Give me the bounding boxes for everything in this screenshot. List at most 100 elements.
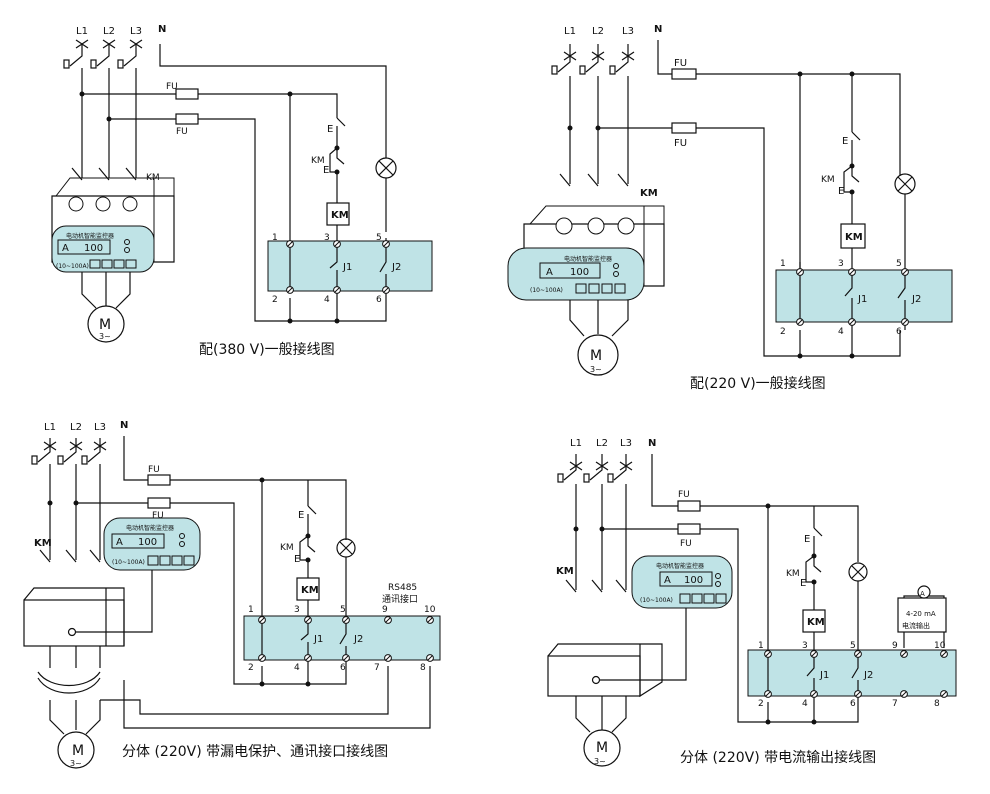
relay-j2-label-4: J2 <box>863 670 873 681</box>
terminal-8-4: 8 <box>934 699 940 709</box>
monitor-device-2: 电动机智能监控器 A 100 (10~100A) <box>507 205 665 301</box>
switch-e2-label-3: E <box>294 554 300 565</box>
switch-e2-label: E <box>323 165 329 176</box>
fuse-1-label-3: FU <box>148 465 160 475</box>
fuse-1-label-4: FU <box>678 490 690 500</box>
motor-sub-label-3: 3~ <box>70 759 82 768</box>
range-label: (10~100A) <box>56 263 89 270</box>
terminal-7-3: 7 <box>374 663 380 673</box>
terminal-1-2: 1 <box>780 259 786 269</box>
terminal-9-4: 9 <box>892 641 898 651</box>
motor-label-2: M <box>590 348 602 364</box>
phase-l2-label-4: L2 <box>596 438 608 449</box>
terminal-block-2: J1 J2 1 3 5 2 4 6 <box>775 259 953 337</box>
fuse-2-label-2: FU <box>674 138 687 149</box>
terminal-5-3: 5 <box>340 605 346 615</box>
phase-l2-label-3: L2 <box>70 422 82 433</box>
terminal-7-4: 7 <box>892 699 898 709</box>
diagram-220v-general: L1 L2 L3 N FU FU KM E E KM KM <box>507 24 953 392</box>
terminal-1-4: 1 <box>758 641 764 651</box>
phase-l3-label-2: L3 <box>622 26 634 37</box>
caption-d4: 分体 (220V) 带电流输出接线图 <box>680 749 876 766</box>
motor-label-3: M <box>72 743 84 759</box>
motor-label-4: M <box>596 740 608 756</box>
terminal-block-4: J1 J2 1 3 5 9 10 2 4 6 7 8 <box>747 641 957 709</box>
device-title: 电动机智能监控器 <box>66 232 114 240</box>
neutral-label: N <box>158 24 166 35</box>
terminal-2-4: 2 <box>758 699 764 709</box>
display-unit: A <box>62 243 69 254</box>
terminal-6: 6 <box>376 295 382 305</box>
display-unit-2: A <box>546 267 553 278</box>
km-coil-label-4: KM <box>807 617 825 628</box>
terminal-5-4: 5 <box>850 641 856 651</box>
phase-l3-label-3: L3 <box>94 422 106 433</box>
relay-j2-label-3: J2 <box>353 634 363 645</box>
range-label-3: (10~100A) <box>112 559 145 566</box>
phase-l3-label: L3 <box>130 26 142 37</box>
rs485-label: RS485 <box>388 583 417 593</box>
km-label-2: KM <box>640 188 658 199</box>
terminal-3-2: 3 <box>838 259 844 269</box>
terminal-1: 1 <box>272 233 278 243</box>
terminal-5-2: 5 <box>896 259 902 269</box>
terminal-10-4: 10 <box>934 641 946 651</box>
phase-l1-label-4: L1 <box>570 438 582 449</box>
current-out-cn-label: 电流输出 <box>902 621 930 630</box>
km-aux-label-2: KM <box>821 175 835 185</box>
switch-e1-label-4: E <box>804 534 810 545</box>
caption-d3: 分体 (220V) 带漏电保护、通讯接口接线图 <box>122 743 388 760</box>
fuse-1-label: FU <box>166 82 178 92</box>
monitor-device: 电动机智能监控器 A 100 (10~100A) <box>51 177 175 273</box>
terminal-2: 2 <box>272 295 278 305</box>
fuse-2-label: FU <box>176 127 188 137</box>
km-coil-label-2: KM <box>845 232 863 243</box>
caption-d1: 配(380 V)一般接线图 <box>199 341 335 358</box>
device-title-3: 电动机智能监控器 <box>126 524 174 532</box>
km-aux-label: KM <box>311 156 325 166</box>
monitor-panel-4: 电动机智能监控器 A 100 (10~100A) <box>631 555 733 609</box>
terminal-9-3: 9 <box>382 605 388 615</box>
display-value: 100 <box>84 243 103 254</box>
monitor-panel-3: 电动机智能监控器 A 100 (10~100A) <box>103 517 201 571</box>
diagram-380v-general: L1 L2 L3 N FU FU KM E E KM KM <box>51 24 433 358</box>
terminal-6-4: 6 <box>850 699 856 709</box>
device-title-4: 电动机智能监控器 <box>656 562 704 570</box>
terminal-4-3: 4 <box>294 663 300 673</box>
motor-label: M <box>99 317 111 333</box>
phase-l1-label-2: L1 <box>564 26 576 37</box>
comm-port-label: 通讯接口 <box>382 593 418 605</box>
terminal-3: 3 <box>324 233 330 243</box>
terminal-4: 4 <box>324 295 330 305</box>
terminal-4-4: 4 <box>802 699 808 709</box>
motor-sub-label-2: 3~ <box>590 365 602 374</box>
display-unit-3: A <box>116 537 123 548</box>
display-value-2: 100 <box>570 267 589 278</box>
terminal-6-3: 6 <box>340 663 346 673</box>
caption-d2: 配(220 V)一般接线图 <box>690 375 826 392</box>
km-aux-label-3: KM <box>280 543 294 553</box>
terminal-8-3: 8 <box>420 663 426 673</box>
relay-j1-label-3: J1 <box>313 634 323 645</box>
relay-j1-label-4: J1 <box>819 670 829 681</box>
relay-j2-label-2: J2 <box>911 294 921 305</box>
fuse-2-label-3: FU <box>152 511 164 521</box>
terminal-2-2: 2 <box>780 327 786 337</box>
terminal-block-3: J1 J2 1 3 5 9 10 2 4 6 7 8 <box>243 605 441 673</box>
device-title-2: 电动机智能监控器 <box>564 255 612 263</box>
switch-e2-label-2: E <box>838 186 844 197</box>
fuse-2-label-4: FU <box>680 539 692 549</box>
relay-j1-label-2: J1 <box>857 294 867 305</box>
terminal-4-2: 4 <box>838 327 844 337</box>
phase-l2-label: L2 <box>103 26 115 37</box>
neutral-label-4: N <box>648 438 656 449</box>
switch-e1-label: E <box>327 124 333 135</box>
phase-l2-label-2: L2 <box>592 26 604 37</box>
current-out-label: 4-20 mA <box>906 610 936 618</box>
display-unit-4: A <box>664 575 671 586</box>
neutral-label-3: N <box>120 420 128 431</box>
relay-j2-label: J2 <box>391 262 401 273</box>
phase-l1-label: L1 <box>76 26 88 37</box>
terminal-3-4: 3 <box>802 641 808 651</box>
